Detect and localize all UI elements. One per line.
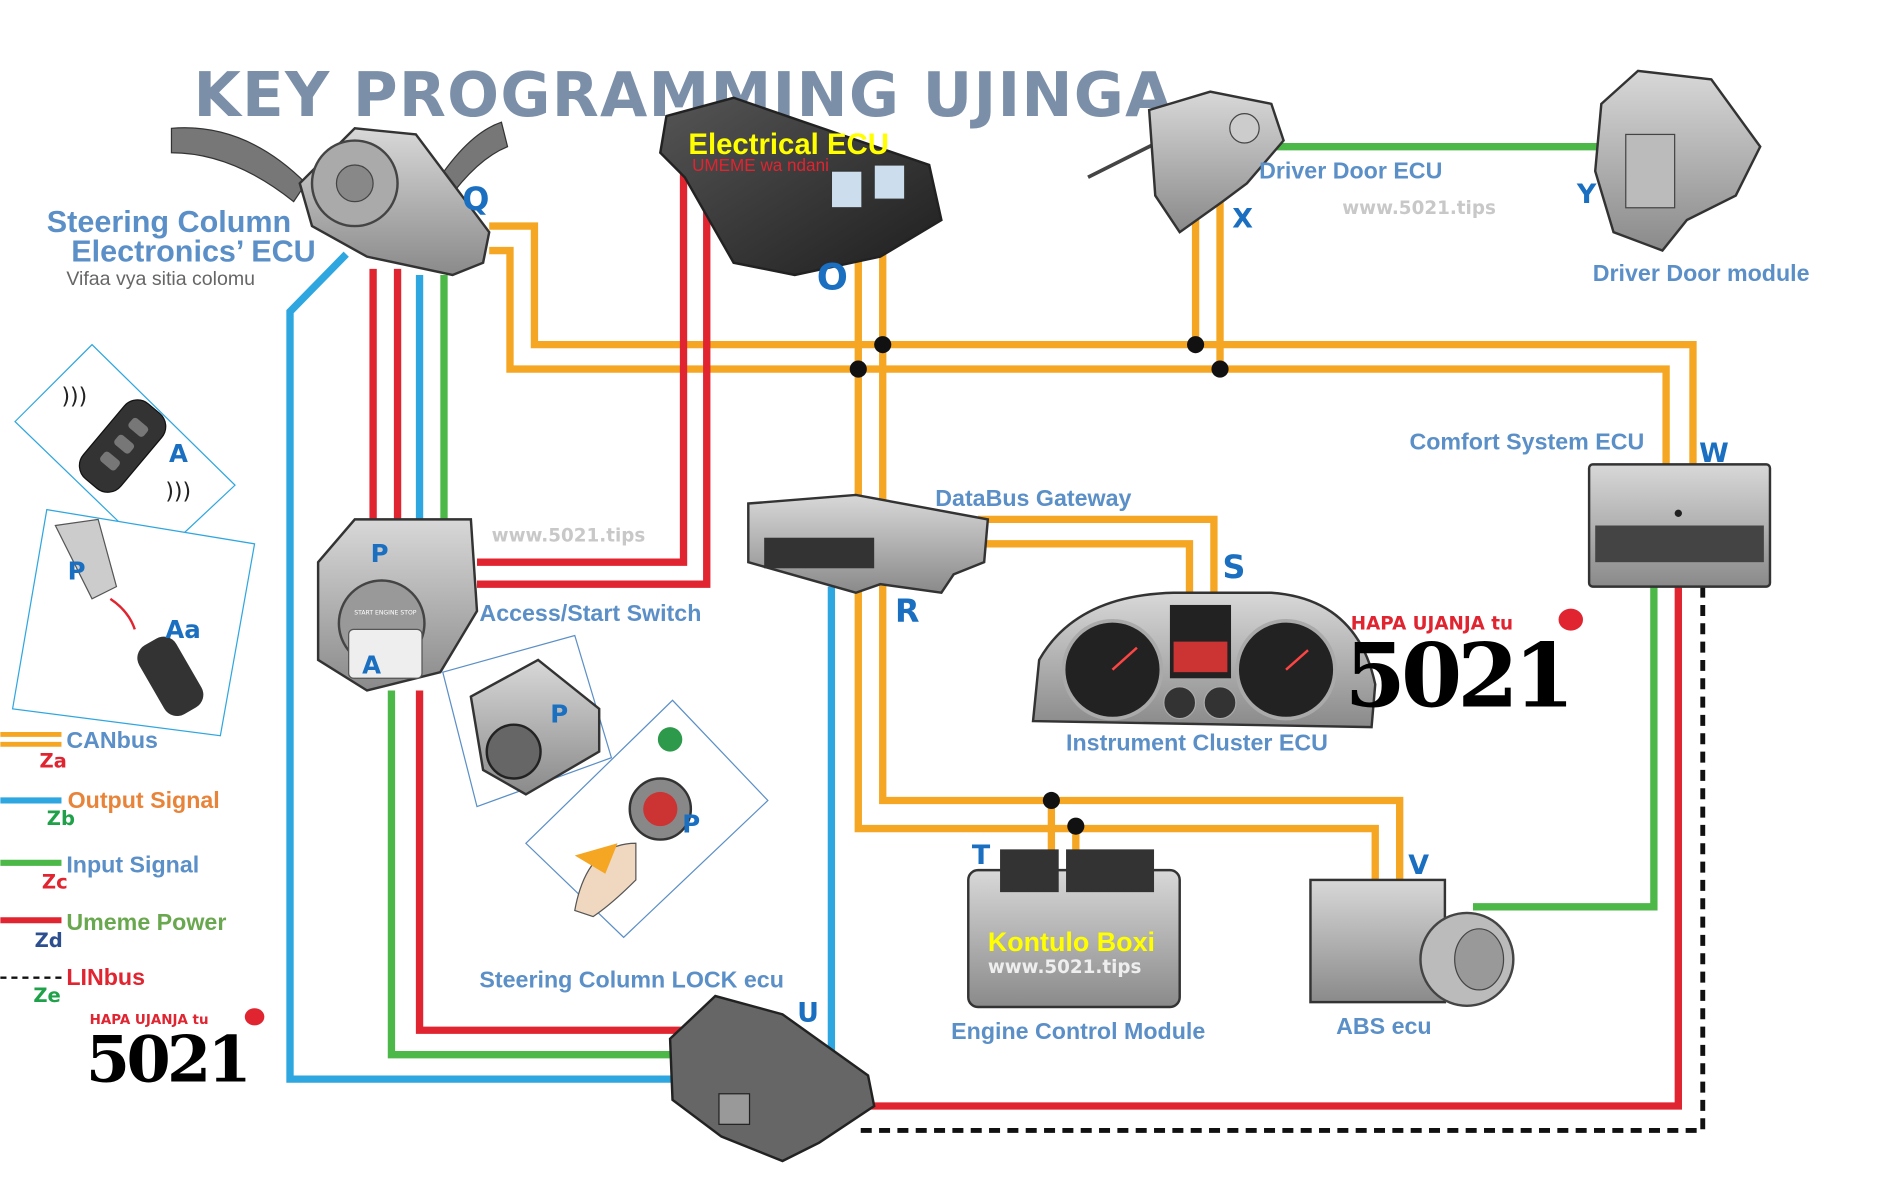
svg-text:5021: 5021: [86, 1022, 248, 1097]
steering-column-label-1: Steering Column: [47, 205, 291, 239]
watermark-3: www.5021.tips: [988, 957, 1142, 978]
driver-door-ecu-label: Driver Door ECU: [1259, 157, 1442, 183]
gateway-image: [747, 493, 990, 595]
canbus-wire-high: [489, 222, 1697, 465]
svg-text:Input Signal: Input Signal: [66, 852, 199, 878]
access-switch-label: Access/Start Switch: [479, 600, 701, 626]
svg-text:))): ))): [165, 480, 191, 505]
letter-y: Y: [1576, 179, 1597, 210]
legend-output-signal: Output Signal Zb: [0, 787, 220, 830]
watermark-2: www.5021.tips: [492, 525, 646, 546]
driver-door-ecu-image: [1087, 90, 1285, 234]
legend: CANbus Za Output Signal Zb Input Signal …: [0, 727, 226, 1007]
steering-column-label-2: Electronics’ ECU: [71, 235, 315, 269]
svg-text:Zc: Zc: [42, 870, 68, 893]
svg-text:Output Signal: Output Signal: [68, 787, 220, 813]
letter-a-fob: A: [169, 439, 188, 468]
svg-text:CANbus: CANbus: [66, 727, 158, 753]
canbus-wire-low: [489, 246, 1670, 465]
letter-aa: Aa: [165, 615, 200, 644]
junction-dots: [849, 336, 1229, 835]
immobilizer-panel: [11, 508, 256, 737]
letter-o: O: [817, 256, 848, 299]
ecm-label: Engine Control Module: [951, 1018, 1205, 1044]
watermark-1: www.5021.tips: [1342, 198, 1496, 219]
output-wire-steering-lock: [286, 251, 685, 1083]
driver-door-module-image: [1593, 69, 1762, 252]
svg-text:Ze: Ze: [33, 984, 60, 1007]
legend-umeme-power: Umeme Power Zd: [0, 909, 226, 952]
power-wire-ecu-1: [476, 161, 688, 566]
svg-text:START ENGINE STOP: START ENGINE STOP: [354, 610, 417, 617]
letter-a-switch: A: [362, 650, 381, 679]
letter-r: R: [895, 594, 919, 630]
wires: [286, 142, 1706, 1133]
legend-input-signal: Input Signal Zc: [0, 852, 199, 893]
key-fob-panel: ))) ))): [14, 343, 236, 560]
input-wire-lock: [387, 690, 685, 1059]
instrument-cluster-image: [1031, 591, 1377, 729]
comfort-ecu-image: [1587, 463, 1772, 588]
svg-text:LINbus: LINbus: [66, 964, 145, 990]
letter-p-immobilizer: P: [68, 556, 86, 585]
abs-label: ABS ecu: [1336, 1013, 1431, 1039]
ecm-inner-label: Kontulo Boxi: [988, 927, 1155, 957]
logo-5021-large: HAPA UJANJA tu 5021: [1345, 608, 1583, 727]
canbus-cluster-b: [978, 540, 1194, 597]
logo-5021-small: HAPA UJANJA tu 5021: [86, 1008, 265, 1097]
legend-linbus: LINbus Ze: [0, 964, 145, 1007]
svg-text:5021: 5021: [1345, 623, 1570, 727]
gateway-label: DataBus Gateway: [935, 485, 1131, 511]
svg-text:Zd: Zd: [35, 929, 63, 952]
access-start-switch-image: START ENGINE STOP: [316, 518, 479, 692]
steering-column-ecu-image: [170, 121, 509, 277]
abs-ecu-image: [1309, 878, 1515, 1008]
driver-door-module-label: Driver Door module: [1593, 260, 1810, 286]
instrument-cluster-label: Instrument Cluster ECU: [1066, 729, 1328, 755]
linbus-wire: [855, 586, 1706, 1133]
electrical-ecu-label: Electrical ECU: [688, 128, 889, 161]
letter-u: U: [797, 998, 819, 1029]
push-button-image: [524, 699, 769, 939]
letter-q: Q: [462, 182, 489, 218]
letter-p-switch: P: [371, 539, 389, 568]
letter-p-cylinder: P: [550, 699, 568, 728]
legend-canbus: CANbus Za: [0, 727, 158, 772]
steering-lock-label: Steering Column LOCK ecu: [479, 966, 783, 992]
svg-text:Za: Za: [39, 749, 66, 772]
letter-x: X: [1232, 203, 1253, 234]
letter-p-button: P: [682, 809, 700, 838]
power-wire-comfort: [861, 586, 1682, 1110]
svg-text:HAPA UJANJA tu: HAPA UJANJA tu: [90, 1013, 209, 1028]
letter-s: S: [1222, 550, 1245, 586]
svg-text:Zb: Zb: [47, 807, 75, 830]
letter-v: V: [1408, 850, 1429, 881]
lock-cylinder-image: [442, 634, 613, 808]
svg-text:))): ))): [61, 384, 87, 409]
steering-lock-image: [668, 994, 876, 1163]
svg-text:HAPA UJANJA tu: HAPA UJANJA tu: [1351, 613, 1513, 634]
power-wire-lock: [415, 690, 685, 1034]
comfort-ecu-label: Comfort System ECU: [1409, 429, 1644, 455]
ecm-image: [967, 849, 1181, 1009]
electrical-ecu-image: [658, 96, 943, 277]
input-wire-abs: [1473, 586, 1658, 911]
steering-column-subtitle: Vifaa vya sitia colomu: [66, 268, 255, 290]
electrical-ecu-subtitle: UMEME wa ndani: [692, 156, 829, 175]
letter-t: T: [972, 840, 991, 871]
canbus-cluster-a: [978, 515, 1218, 597]
power-wire-ecu-2: [476, 183, 711, 588]
svg-text:Umeme Power: Umeme Power: [66, 909, 226, 935]
